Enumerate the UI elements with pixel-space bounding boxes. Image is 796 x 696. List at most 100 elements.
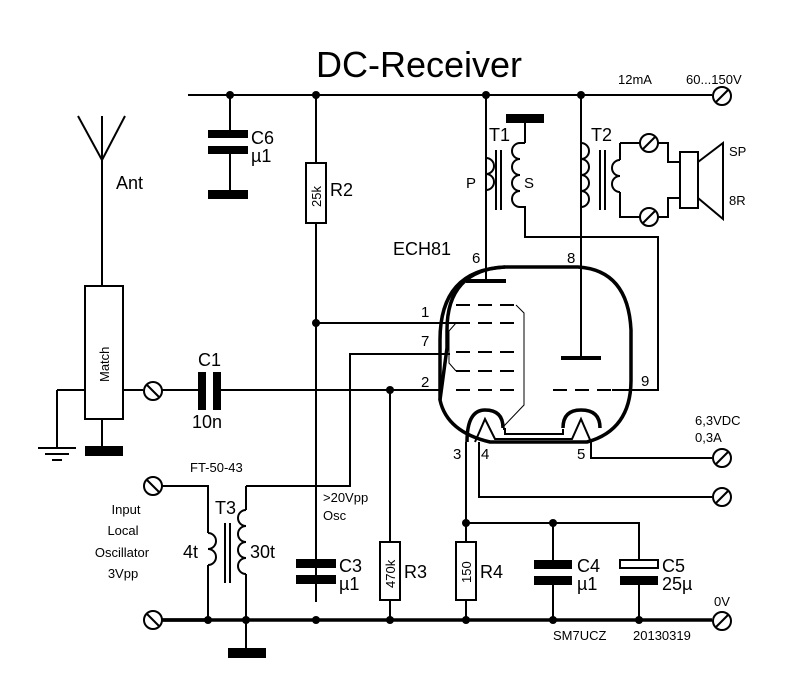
supply-rail: 12mA 60...150V [188, 72, 742, 106]
junction-dot [462, 616, 470, 624]
heater-current-label: 0,3A [695, 430, 722, 445]
c4-value: µ1 [577, 574, 597, 594]
capacitor-c5: C5 25µ [619, 556, 692, 620]
cathode-left [465, 408, 505, 443]
osc-input-line: Input [112, 502, 141, 517]
transformer-t2: T2 [580, 95, 680, 227]
tube-ech81: ECH81 1 2 3 4 5 [393, 95, 659, 463]
c4-name: C4 [577, 556, 600, 576]
toroid-label: FT-50-43 [190, 460, 243, 475]
ground-bar-icon [208, 190, 248, 199]
earth-ground-icon [38, 447, 76, 461]
c5-name: C5 [662, 556, 685, 576]
osc-ground-terminal-icon[interactable] [143, 610, 163, 630]
capacitor-c1: C1 10n [162, 350, 222, 432]
pin-label-7: 7 [421, 333, 429, 350]
t1-primary-label: P [466, 175, 476, 192]
internal-link [502, 304, 525, 428]
junction-dot [386, 616, 394, 624]
author-label: SM7UCZ [553, 628, 607, 643]
heater-voltage-label: 6,3VDC [695, 413, 741, 428]
date-label: 20130319 [633, 628, 691, 643]
pin-label-1: 1 [421, 304, 429, 321]
heater-wire-pin5 [590, 442, 712, 459]
junction-dot [312, 616, 320, 624]
antenna-icon [77, 115, 126, 286]
t3-secondary-coil [237, 509, 247, 575]
t2-secondary-coil [611, 159, 621, 193]
ground-label: 0V [714, 594, 730, 609]
c1-name: C1 [198, 350, 221, 370]
t3-name: T3 [215, 498, 236, 518]
r2-value: 25k [309, 186, 324, 207]
tube-type-label: ECH81 [393, 239, 451, 259]
ground-bar-icon [228, 648, 266, 658]
pin-label-4: 4 [481, 446, 489, 463]
r4-name: R4 [480, 562, 503, 582]
pin-label-8: 8 [567, 250, 575, 267]
ground-bar-icon [85, 446, 123, 456]
r3-name: R3 [404, 562, 427, 582]
speaker-terminal-icon[interactable] [639, 207, 659, 227]
supply-terminal-icon[interactable] [712, 86, 732, 106]
osc-input-line: Local [107, 523, 138, 538]
heater-wire-pin4 [478, 442, 712, 498]
t1-primary-coil [485, 157, 495, 191]
pin-label-9: 9 [641, 373, 649, 390]
t1-secondary-coil [511, 142, 521, 208]
cathode-right [561, 408, 602, 429]
heater-terminal-icon[interactable] [712, 448, 732, 468]
capacitor-c4: C4 µ1 [534, 523, 600, 620]
antenna-terminal-icon[interactable] [143, 381, 163, 401]
c5-value: 25µ [662, 574, 692, 594]
t1-secondary-label: S [524, 175, 534, 192]
cathode-link [503, 428, 564, 435]
osc-level-line: Osc [323, 508, 347, 523]
pin7-oscillator-wire [246, 353, 450, 487]
ground-terminal-icon[interactable] [712, 611, 732, 631]
junction-dot [549, 616, 557, 624]
r2-name: R2 [330, 180, 353, 200]
heater-terminal-icon[interactable] [712, 487, 732, 507]
osc-input-line: Oscillator [95, 545, 150, 560]
t1-name: T1 [489, 125, 510, 145]
supply-voltage-label: 60...150V [686, 72, 742, 87]
c1-value: 10n [192, 412, 222, 432]
r4-value: 150 [459, 561, 474, 583]
internal-link [448, 322, 457, 372]
pin-label-5: 5 [577, 446, 585, 463]
t2-name: T2 [591, 125, 612, 145]
speaker-terminal-icon[interactable] [639, 133, 659, 153]
t3-secondary-turns: 30t [250, 542, 275, 562]
junction-dot [635, 616, 643, 624]
capacitor-c3: C3 µ1 [296, 556, 362, 594]
pin-label-2: 2 [421, 374, 429, 391]
schematic-title: DC-Receiver [316, 44, 522, 85]
ground-rail: 0V [162, 594, 732, 658]
capacitor-c6: C6 µ1 [208, 95, 274, 199]
pin9-wire [524, 220, 659, 391]
osc-input-terminal-icon[interactable] [143, 476, 163, 496]
transformer-t1: T1 P S [466, 114, 544, 220]
oscillator-input: FT-50-43 T3 4t 30t Input Local Oscillato… [95, 460, 368, 630]
t2-primary-coil [580, 142, 590, 208]
c3-name: C3 [339, 556, 362, 576]
c3-value: µ1 [339, 574, 359, 594]
resistor-r3: 470k R3 [379, 390, 427, 620]
t3-primary-coil [207, 532, 217, 566]
antenna: Ant [77, 115, 143, 286]
supply-current-label: 12mA [618, 72, 652, 87]
antenna-label: Ant [116, 173, 143, 193]
pin-label-3: 3 [453, 446, 461, 463]
osc-input-line: 3Vpp [108, 566, 138, 581]
speaker-impedance: 8R [729, 193, 746, 208]
c6-name: C6 [251, 128, 274, 148]
ground-bar-icon [506, 114, 544, 123]
pin-label-6: 6 [472, 250, 480, 267]
heater-filament [474, 416, 592, 443]
osc-level-line: >20Vpp [323, 490, 368, 505]
c6-value: µ1 [251, 146, 271, 166]
cathode-bus [466, 522, 640, 561]
match-network: Match [38, 285, 143, 461]
